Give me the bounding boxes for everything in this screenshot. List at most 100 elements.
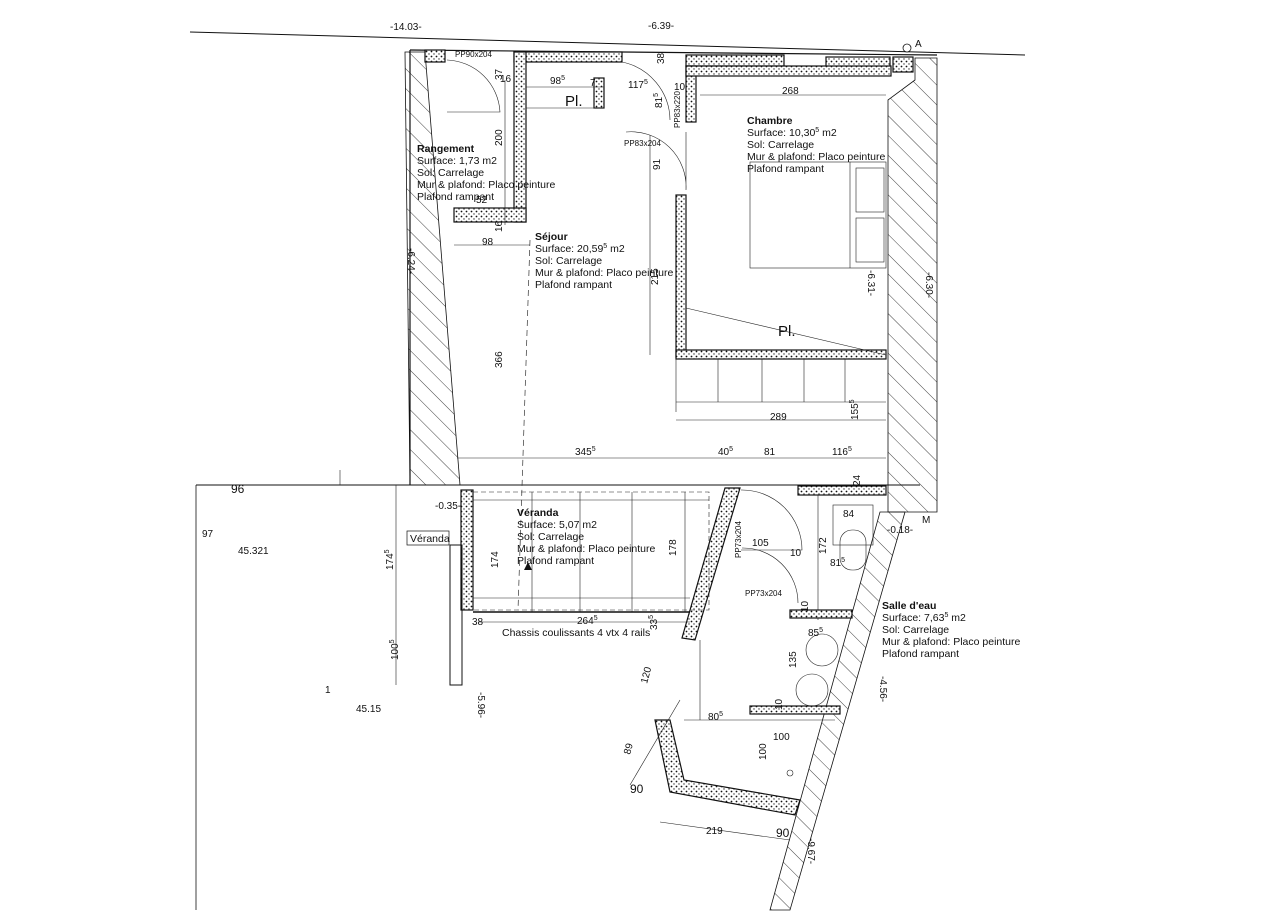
dim-label: 1165 — [832, 446, 852, 458]
room-name: Séjour — [535, 231, 568, 243]
level-label: -9.67- — [805, 838, 816, 864]
door-label: PP73x204 — [734, 521, 743, 558]
room-surface: Surface: 7,635 m2 — [882, 612, 966, 624]
room-ceiling: Plafond rampant — [747, 163, 824, 175]
dim-label: 2645 — [577, 615, 598, 627]
door-label: PP83x220 — [673, 91, 682, 128]
level-label: -6.24- — [405, 248, 416, 274]
dim-label: 98 — [482, 237, 494, 248]
survey-point-a: A — [915, 39, 922, 50]
dim-label: 268 — [782, 86, 799, 97]
dim-label: 3455 — [575, 446, 596, 458]
dim-label: 89 — [622, 742, 636, 756]
dim-label: 1005 — [389, 639, 401, 660]
dim-label: 178 — [668, 539, 679, 556]
chassis-note: Chassis coulissants 4 vtx 4 rails — [502, 627, 650, 639]
level-label: -0.35- — [435, 501, 461, 512]
room-walls: Mur & plafond: Placo peinture — [535, 267, 673, 279]
room-walls: Mur & plafond: Placo peinture — [882, 636, 1020, 648]
dim-label: 7 — [590, 78, 596, 89]
level-label: -6.30- — [923, 272, 934, 298]
dimension-lines — [339, 80, 886, 841]
dim-label: 172 — [818, 537, 829, 554]
dim-label: 38 — [656, 52, 667, 64]
room-name: Salle d'eau — [882, 600, 936, 612]
level-label: -4.56- — [877, 676, 888, 702]
room-ceiling: Plafond rampant — [882, 648, 959, 660]
dim-label: 219 — [706, 826, 723, 837]
level-label: -5.96- — [475, 692, 486, 718]
dim-label: 1745 — [384, 549, 396, 570]
level-label: -14.03- — [390, 22, 422, 33]
dim-label: 215 — [650, 268, 661, 285]
room-name: Rangement — [417, 143, 475, 155]
dim-label: 289 — [770, 412, 787, 423]
dim-label: 815 — [830, 557, 845, 569]
room-chambre: Chambre Surface: 10,305 m2 Sol: Carrelag… — [747, 115, 885, 175]
placard-label: Pl. — [778, 323, 796, 340]
room-floor: Sol: Carrelage — [747, 139, 814, 151]
dim-label: 100 — [758, 743, 769, 760]
level-label: -6.39- — [648, 21, 674, 32]
room-floor: Sol: Carrelage — [517, 531, 584, 543]
dim-label: 985 — [550, 75, 565, 87]
room-rangement: Rangement Surface: 1,73 m2 Sol: Carrelag… — [417, 143, 555, 203]
door-swings — [446, 59, 803, 604]
room-name: Chambre — [747, 115, 793, 127]
dim-label: 91 — [652, 158, 663, 170]
veranda-tag: Véranda — [410, 533, 450, 545]
room-walls: Mur & plafond: Placo peinture — [417, 179, 555, 191]
dim-label: 1175 — [628, 79, 648, 91]
dim-label: 10 — [790, 548, 802, 559]
dim-label: 81 — [764, 447, 776, 458]
dim-label: 10 — [674, 82, 686, 93]
room-name: Véranda — [517, 507, 559, 519]
survey-number: 45.321 — [238, 546, 269, 557]
dim-label: 38 — [472, 617, 484, 628]
room-ceiling: Plafond rampant — [535, 279, 612, 291]
dim-label: 120 — [639, 665, 654, 684]
placard-label: Pl. — [565, 93, 583, 110]
dim-label: 84 — [843, 509, 855, 520]
bed — [749, 161, 887, 269]
room-surface: Surface: 20,595 m2 — [535, 243, 625, 255]
dim-label: 815 — [653, 93, 665, 108]
room-surface: Surface: 5,07 m2 — [517, 519, 597, 531]
room-surface: Surface: 10,305 m2 — [747, 127, 837, 139]
room-walls: Mur & plafond: Placo peinture — [747, 151, 885, 163]
dim-label: 200 — [494, 129, 505, 146]
dim-label: 16 — [494, 220, 505, 232]
dim-label: 100 — [773, 732, 790, 743]
dim-label: 10 — [800, 600, 811, 612]
room-surface: Surface: 1,73 m2 — [417, 155, 497, 167]
survey-point-m: M — [922, 515, 930, 526]
survey-number: 45.15 — [356, 704, 381, 715]
room-floor: Sol: Carrelage — [882, 624, 949, 636]
ridge-line — [517, 239, 531, 611]
dim-label: 855 — [808, 627, 823, 639]
dim-label: 805 — [708, 711, 723, 723]
room-ceiling: Plafond rampant — [417, 191, 494, 203]
placard-lines — [675, 307, 887, 412]
dim-label: 366 — [494, 351, 505, 368]
survey-number: 90 — [776, 826, 790, 840]
door-label: PP90x204 — [455, 50, 492, 59]
dim-label: 37 — [494, 68, 505, 80]
dim-label: 405 — [718, 446, 733, 458]
top-walls — [424, 49, 914, 360]
door-label: PP73x204 — [745, 589, 782, 598]
dimension-values: 37 16 985 7 38 1175 815 10 268 200 52 16… — [384, 52, 863, 837]
room-salle-eau: Salle d'eau Surface: 7,635 m2 Sol: Carre… — [882, 600, 1020, 660]
dim-label: 1555 — [849, 399, 861, 420]
room-floor: Sol: Carrelage — [417, 167, 484, 179]
room-sejour: Séjour Surface: 20,595 m2 Sol: Carrelage… — [535, 231, 673, 291]
veranda-structure — [449, 487, 741, 686]
party-wall-left — [404, 51, 461, 486]
room-veranda: Véranda Surface: 5,07 m2 Sol: Carrelage … — [517, 507, 655, 567]
dim-label: 52 — [476, 195, 488, 206]
level-label: -6.31- — [865, 270, 876, 296]
room-ceiling: Plafond rampant — [517, 555, 594, 567]
door-label: PP83x204 — [624, 139, 661, 148]
survey-number: 1 — [325, 685, 331, 696]
